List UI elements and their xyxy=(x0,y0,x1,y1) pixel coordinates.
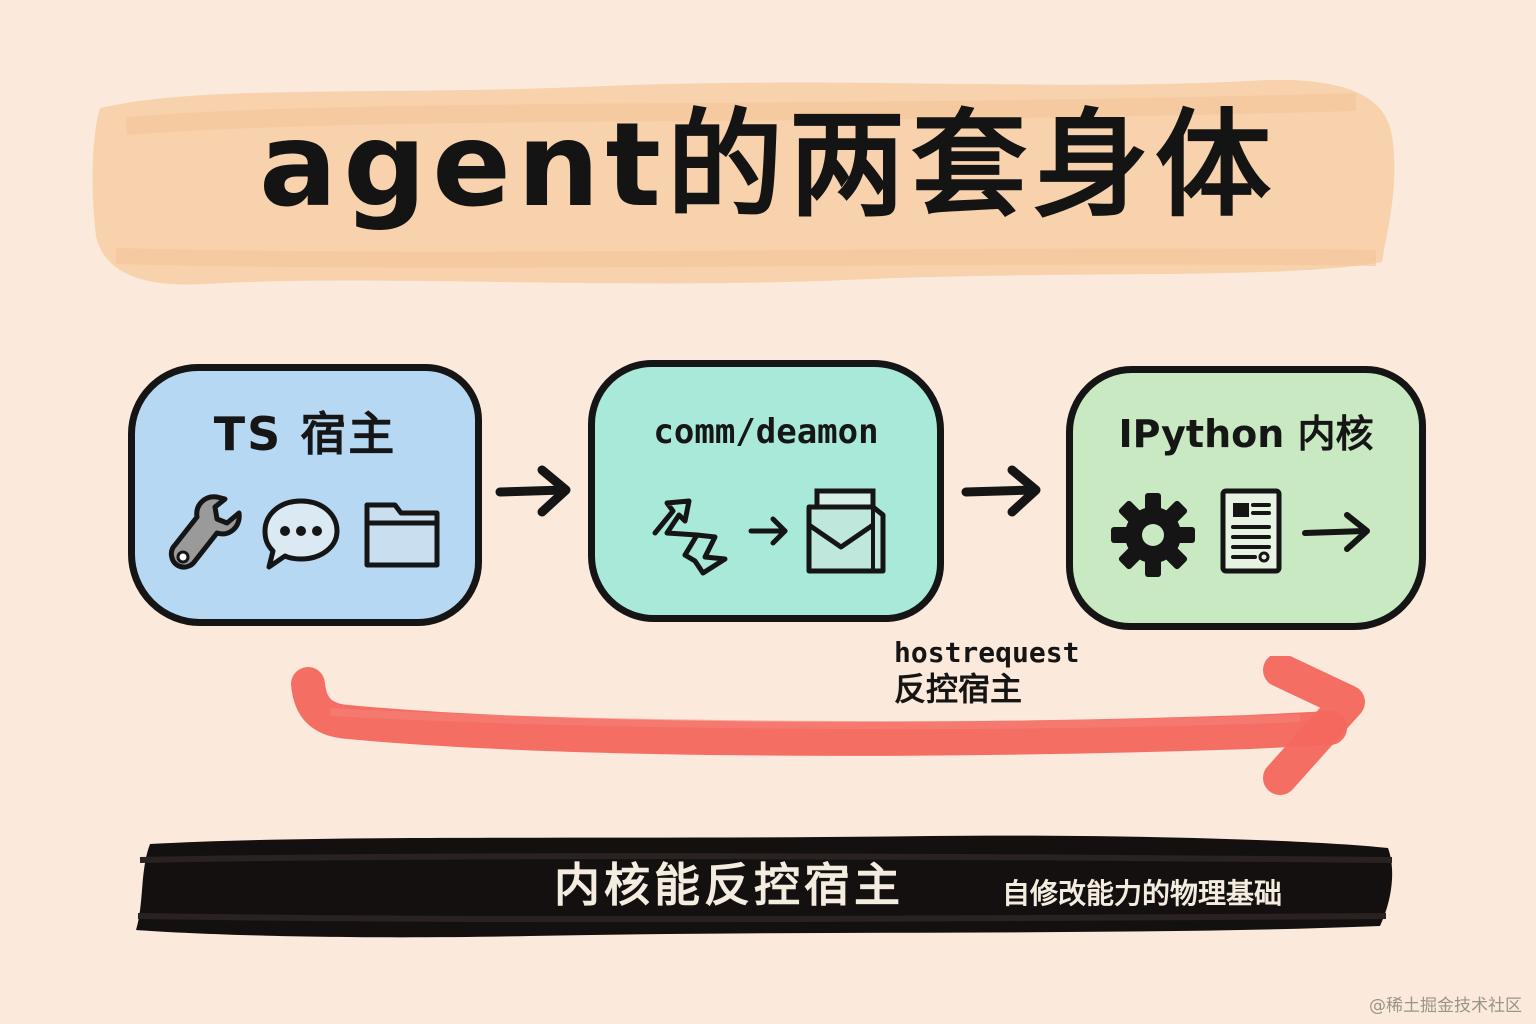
ts-host-box: TS 宿主 xyxy=(128,364,482,626)
document-icon xyxy=(1220,488,1282,574)
hostrequest-label-line2: 反控宿主 xyxy=(894,669,1023,708)
comm-daemon-box: comm/deamon xyxy=(588,360,944,622)
comm-daemon-label: comm/deamon xyxy=(653,412,879,452)
ts-host-label: TS 宿主 xyxy=(213,407,397,461)
inbox-tray-icon xyxy=(806,488,886,574)
folder-icon xyxy=(364,502,440,568)
bottom-caption-band xyxy=(136,835,1393,938)
ipython-kernel-box: IPython 内核 xyxy=(1066,366,1426,630)
bottom-caption-main: 内核能反控宿主 xyxy=(554,858,904,912)
watermark: @稀土掘金技术社区 xyxy=(1369,996,1522,1016)
flow-arrow-icon xyxy=(961,465,1041,517)
hostrequest-feedback-arrow xyxy=(291,656,1365,795)
flow-arrow-icon xyxy=(495,465,571,517)
hostrequest-label: hostrequest 反控宿主 xyxy=(894,636,1079,708)
hostrequest-label-line1: hostrequest xyxy=(894,636,1080,669)
page-title: agent的两套身体 xyxy=(258,98,1278,233)
title-highlight-band xyxy=(92,79,1395,285)
zigzag-exchange-icon xyxy=(652,498,728,576)
chat-bubble-icon xyxy=(262,498,340,570)
bottom-caption-sub: 自修改能力的物理基础 xyxy=(1002,877,1283,910)
gear-icon xyxy=(1111,493,1195,577)
ipython-kernel-label: IPython 内核 xyxy=(1118,412,1374,456)
right-arrow-icon xyxy=(1302,512,1370,552)
right-arrow-icon xyxy=(748,516,788,546)
wrench-icon xyxy=(168,494,242,570)
